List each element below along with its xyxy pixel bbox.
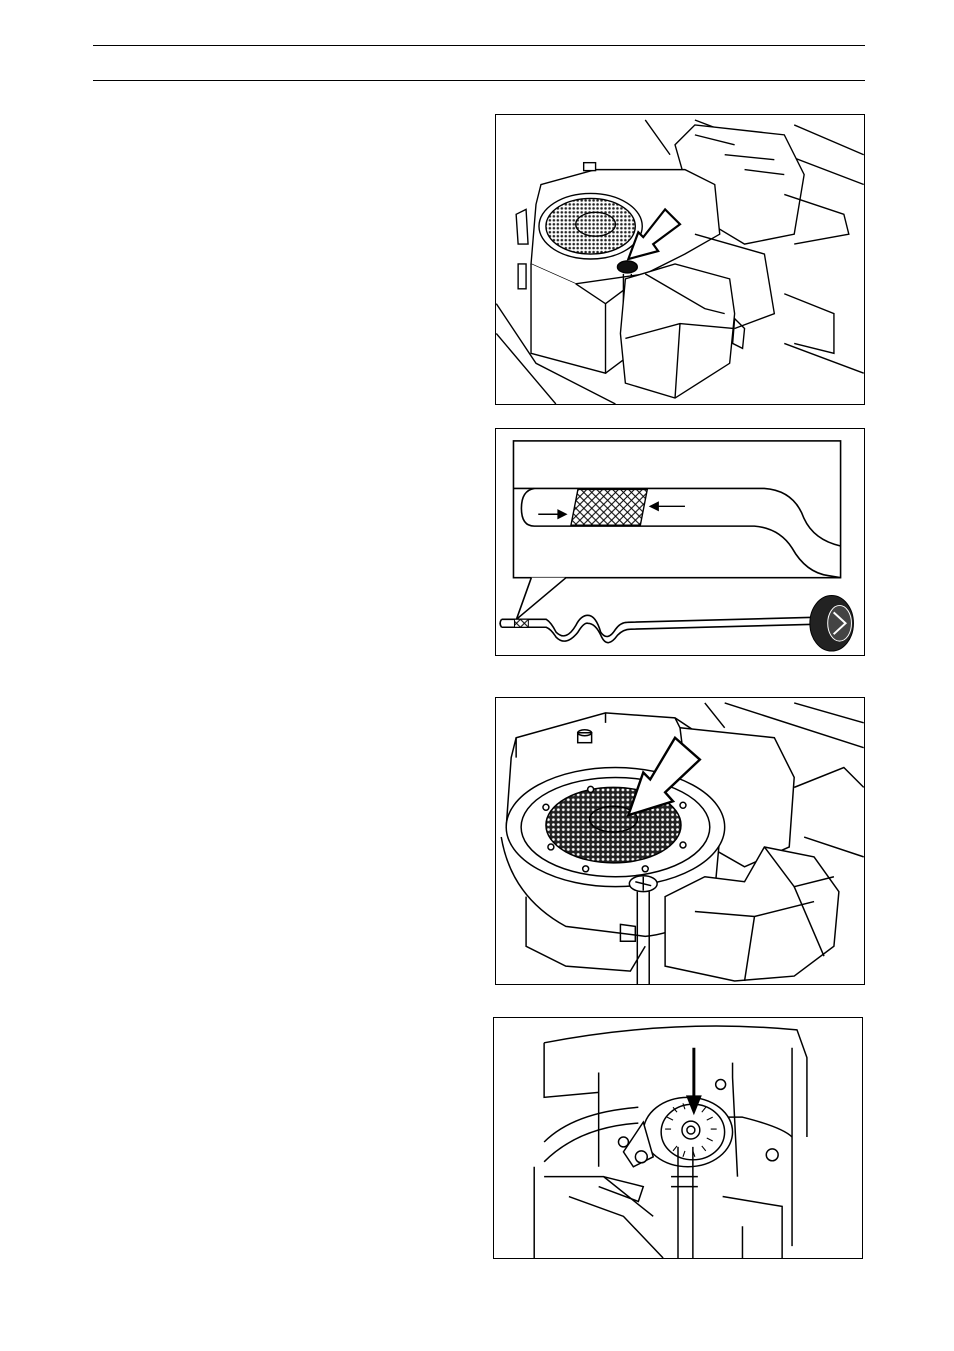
engine-dipstick-illustration (496, 115, 864, 404)
figure-dipstick-levels (495, 428, 865, 656)
figure-air-screen (495, 697, 865, 985)
dipstick-cap (810, 596, 854, 652)
air-screen-illustration (496, 698, 864, 984)
header-rule-top (93, 45, 865, 46)
header-rule-bottom (93, 80, 865, 81)
oil-level-zone (571, 489, 647, 525)
dipstick-illustration (496, 429, 864, 655)
fuel-pump-illustration (494, 1018, 862, 1258)
figure-fuel-pump (493, 1017, 863, 1259)
figure-engine-dipstick (495, 114, 865, 405)
